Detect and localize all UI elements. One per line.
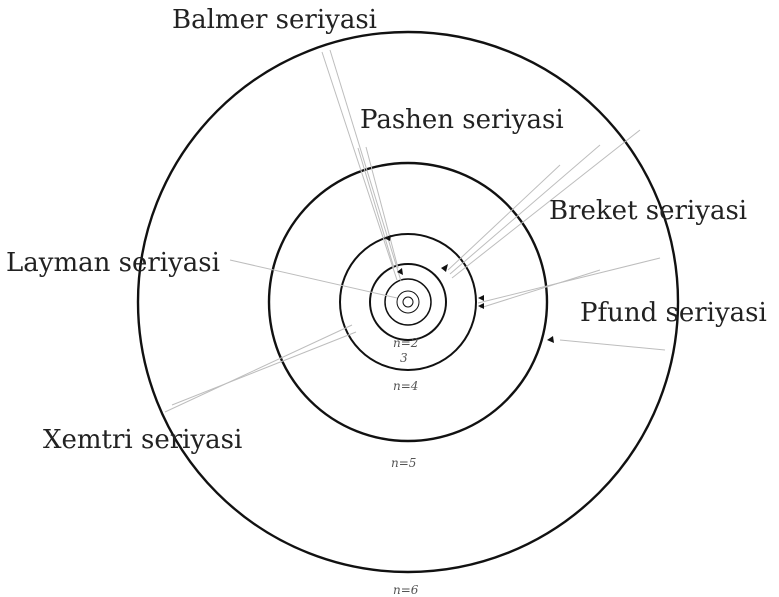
orbit-n1 bbox=[397, 291, 419, 313]
orbit-n5 bbox=[269, 163, 547, 441]
arrowhead bbox=[397, 268, 403, 275]
arrowheads bbox=[384, 235, 554, 343]
pfund-transition-line bbox=[560, 340, 665, 350]
arrowhead bbox=[478, 295, 484, 301]
xemtri-transition-line bbox=[165, 325, 352, 412]
orbit-n1-inner bbox=[403, 297, 413, 307]
layman-transition-line bbox=[230, 260, 397, 298]
orbit-n3 bbox=[370, 264, 446, 340]
orbit-label-n4: n=4 bbox=[393, 379, 418, 393]
xemtri-transition-line bbox=[172, 332, 356, 405]
pashen-series-label: Pashen seriyasi bbox=[360, 105, 564, 135]
orbit-label-n2: n=2 bbox=[393, 336, 418, 350]
pfund-series-label: Pfund seriyasi bbox=[580, 298, 767, 328]
orbit-n2 bbox=[385, 279, 431, 325]
balmer-transition-line bbox=[330, 50, 401, 281]
orbit-label-n5: n=5 bbox=[391, 456, 416, 470]
xemtri-series-label: Xemtri seriyasi bbox=[43, 425, 242, 455]
pfund-transition-line bbox=[478, 258, 660, 303]
arrowhead bbox=[547, 336, 554, 343]
orbit-label-n3: 3 bbox=[400, 351, 408, 365]
arrowhead bbox=[441, 264, 448, 272]
balmer-series-label: Balmer seriyasi bbox=[172, 5, 377, 35]
layman-series-label: Layman seriyasi bbox=[6, 248, 220, 278]
breket-series-label: Breket seriyasi bbox=[549, 196, 747, 226]
orbit-label-n6: n=6 bbox=[393, 583, 419, 597]
breket-transition-line bbox=[448, 165, 560, 270]
